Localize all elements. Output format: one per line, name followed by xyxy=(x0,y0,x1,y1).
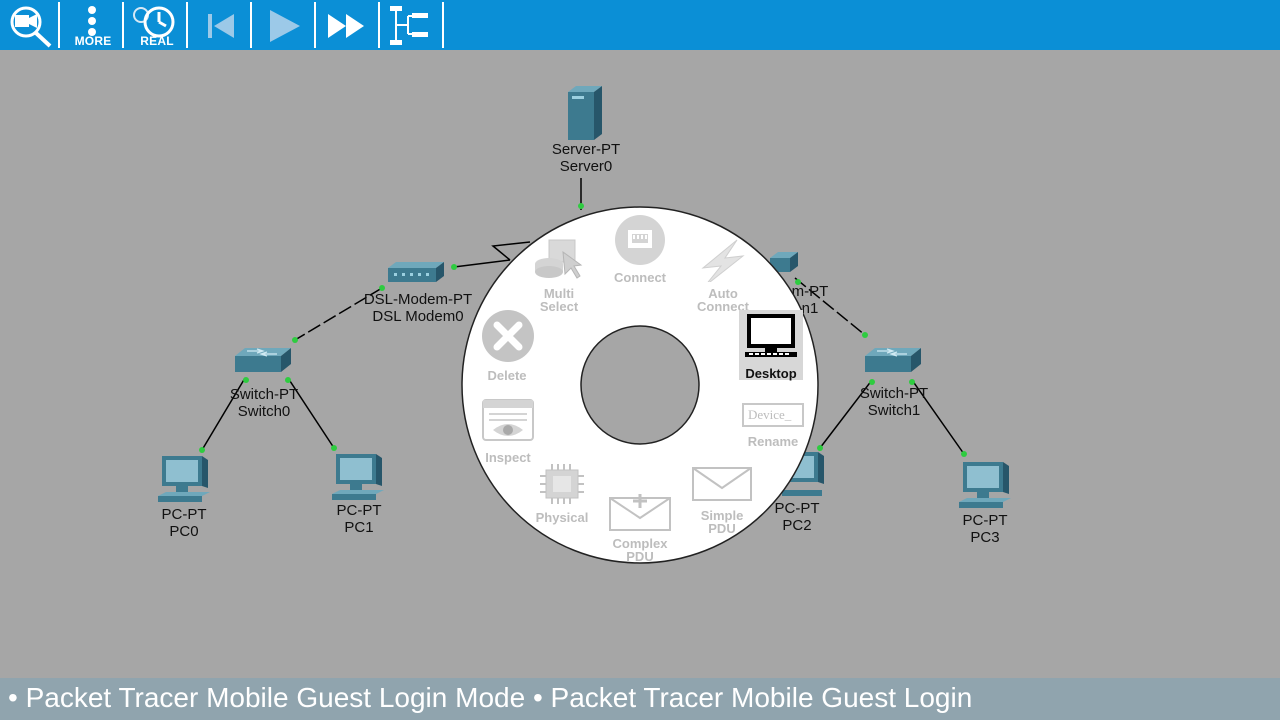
fast-forward-icon xyxy=(328,14,364,38)
more-button[interactable]: MORE xyxy=(64,2,124,48)
switch-icon[interactable] xyxy=(863,346,923,374)
menu-desktop[interactable]: Desktop xyxy=(739,310,803,380)
device-label-switch1: Switch-PT Switch1 xyxy=(859,385,929,419)
menu-multi-select[interactable]: Multi Select xyxy=(527,238,591,313)
menu-connect[interactable]: Connect xyxy=(606,214,674,284)
device-label-pc1: PC-PT PC1 xyxy=(336,502,382,536)
delete-x-icon xyxy=(482,310,534,362)
topology-button[interactable] xyxy=(384,2,444,48)
switch-icon[interactable] xyxy=(233,346,293,374)
realtime-button[interactable]: REAL xyxy=(128,2,188,48)
connect-port-icon xyxy=(615,215,665,265)
menu-complex-pdu[interactable]: Complex PDU xyxy=(606,490,674,563)
multi-select-icon xyxy=(535,239,583,279)
server-icon[interactable] xyxy=(566,84,604,142)
link-dslmodem0-switch0 xyxy=(294,287,383,341)
link-switch0-pc1 xyxy=(287,377,335,449)
pc-icon[interactable] xyxy=(156,454,212,506)
device-label-server0: Server-PT Server0 xyxy=(551,141,621,175)
port-lights xyxy=(199,203,967,457)
view-inspect-icon xyxy=(10,6,52,48)
link-dslmodem0-router xyxy=(453,259,511,268)
link-switch1-pc2 xyxy=(819,379,873,449)
step-back-button[interactable] xyxy=(192,2,252,48)
toolbar: MORE REAL xyxy=(0,0,1280,50)
menu-auto-connect[interactable]: Auto Connect xyxy=(689,238,757,313)
topology-tree-icon xyxy=(390,6,428,45)
radial-context-menu: Multi Select Connect Auto Connect Delete xyxy=(461,206,819,564)
envelope-plus-icon xyxy=(609,494,671,531)
desktop-monitor-icon xyxy=(745,314,797,357)
fast-forward-button[interactable] xyxy=(320,2,380,48)
pc-icon[interactable] xyxy=(330,452,386,504)
inspect-eye-icon xyxy=(482,399,534,441)
menu-simple-pdu[interactable]: Simple PDU xyxy=(687,464,757,535)
pc-icon[interactable] xyxy=(957,460,1013,512)
inspect-canvas-button[interactable] xyxy=(0,2,60,48)
play-button[interactable] xyxy=(256,2,316,48)
link-lightning-mark xyxy=(491,241,531,261)
device-label-pc2: PC-PT PC2 xyxy=(774,500,820,534)
device-label-switch0: Switch-PT Switch0 xyxy=(229,386,299,420)
step-back-icon xyxy=(208,14,234,38)
envelope-icon xyxy=(692,467,752,501)
play-icon xyxy=(270,10,300,42)
link-modem1-switch1 xyxy=(794,277,866,336)
guest-mode-marquee: • Packet Tracer Mobile Guest Login Mode … xyxy=(8,682,973,713)
device-label-pc0: PC-PT PC0 xyxy=(161,506,207,540)
menu-inspect[interactable]: Inspect xyxy=(475,398,541,464)
network-links xyxy=(199,178,967,457)
more-vertical-icon xyxy=(88,6,96,36)
chip-icon xyxy=(540,464,584,504)
menu-rename[interactable]: Device_ Rename xyxy=(737,403,809,448)
clock-icon xyxy=(133,6,175,38)
menu-delete[interactable]: Delete xyxy=(477,310,537,382)
device-label-pc3: PC-PT PC3 xyxy=(962,512,1008,546)
dsl-modem-icon[interactable] xyxy=(386,260,446,284)
link-switch0-pc0 xyxy=(201,377,246,451)
device-label-modem1: m-PT n1 xyxy=(791,283,829,317)
status-bar: • Packet Tracer Mobile Guest Login Mode … xyxy=(0,678,1280,720)
rename-field-icon: Device_ xyxy=(742,403,804,427)
lightning-icon xyxy=(701,239,745,287)
menu-physical[interactable]: Physical xyxy=(527,462,597,524)
device-label-dslmodem0: DSL-Modem-PT DSL Modem0 xyxy=(363,291,473,325)
link-switch1-pc3 xyxy=(911,379,965,455)
